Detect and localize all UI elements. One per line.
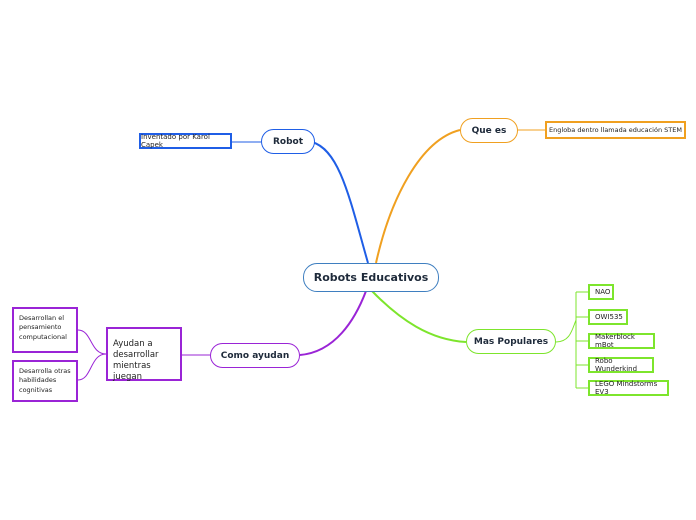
- popular-item-lego-label: LEGO Mindstorms EV3: [595, 380, 658, 396]
- popular-item-nao-label: NAO: [595, 288, 611, 296]
- leaf-pensamiento-box[interactable]: Desarrollan el pensamiento computacional: [12, 307, 78, 353]
- como-ayudan-sub-box[interactable]: Ayudan a desarrollar mientras juegan: [106, 327, 182, 383]
- que-es-child-box[interactable]: Engloba dentro llamada educación STEM: [545, 121, 686, 139]
- leaf-habilidades-box[interactable]: Desarrolla otras habilidades cognitivas: [12, 360, 78, 402]
- branch-mas-populares[interactable]: Mas Populares: [466, 329, 556, 354]
- popular-item-lego[interactable]: LEGO Mindstorms EV3: [588, 380, 669, 396]
- como-ayudan-sub-label: Ayudan a desarrollar mientras juegan: [113, 339, 159, 383]
- branch-robot[interactable]: Robot: [261, 129, 315, 154]
- popular-item-nao[interactable]: NAO: [588, 284, 614, 300]
- leaf-pensamiento-label: Desarrollan el pensamiento computacional: [19, 314, 67, 341]
- popular-item-mbot[interactable]: Makerblock mBot: [588, 333, 655, 349]
- robot-child-label: Inventado por Karol Capek: [141, 133, 210, 149]
- branch-que-es[interactable]: Que es: [460, 118, 518, 143]
- popular-item-owi535[interactable]: OWI535: [588, 309, 628, 325]
- branch-como-ayudan[interactable]: Como ayudan: [210, 343, 300, 368]
- que-es-child-label: Engloba dentro llamada educación STEM: [549, 126, 682, 134]
- link-root-quees: [375, 129, 461, 264]
- link-sub-leaf2: [77, 353, 107, 381]
- popular-item-wunderkind-label: Robo Wunderkind: [595, 357, 638, 373]
- robot-child-box[interactable]: Inventado por Karol Capek: [139, 133, 232, 149]
- link-populares-list: [555, 319, 577, 343]
- branch-que-es-label: Que es: [471, 125, 507, 136]
- link-root-comoayudan: [299, 290, 367, 356]
- branch-mas-populares-label: Mas Populares: [473, 336, 549, 347]
- popular-item-owi535-label: OWI535: [595, 313, 623, 321]
- link-root-robot: [311, 141, 369, 264]
- leaf-habilidades-label: Desarrolla otras habilidades cognitivas: [19, 367, 71, 394]
- popular-item-mbot-label: Makerblock mBot: [595, 333, 635, 349]
- popular-item-wunderkind[interactable]: Robo Wunderkind: [588, 357, 654, 373]
- link-sub-leaf1: [77, 329, 107, 355]
- link-root-populares: [371, 290, 467, 343]
- root-topic[interactable]: Robots Educativos: [303, 263, 439, 292]
- branch-como-ayudan-label: Como ayudan: [220, 350, 290, 361]
- branch-robot-label: Robot: [272, 136, 304, 147]
- root-topic-label: Robots Educativos: [313, 271, 429, 284]
